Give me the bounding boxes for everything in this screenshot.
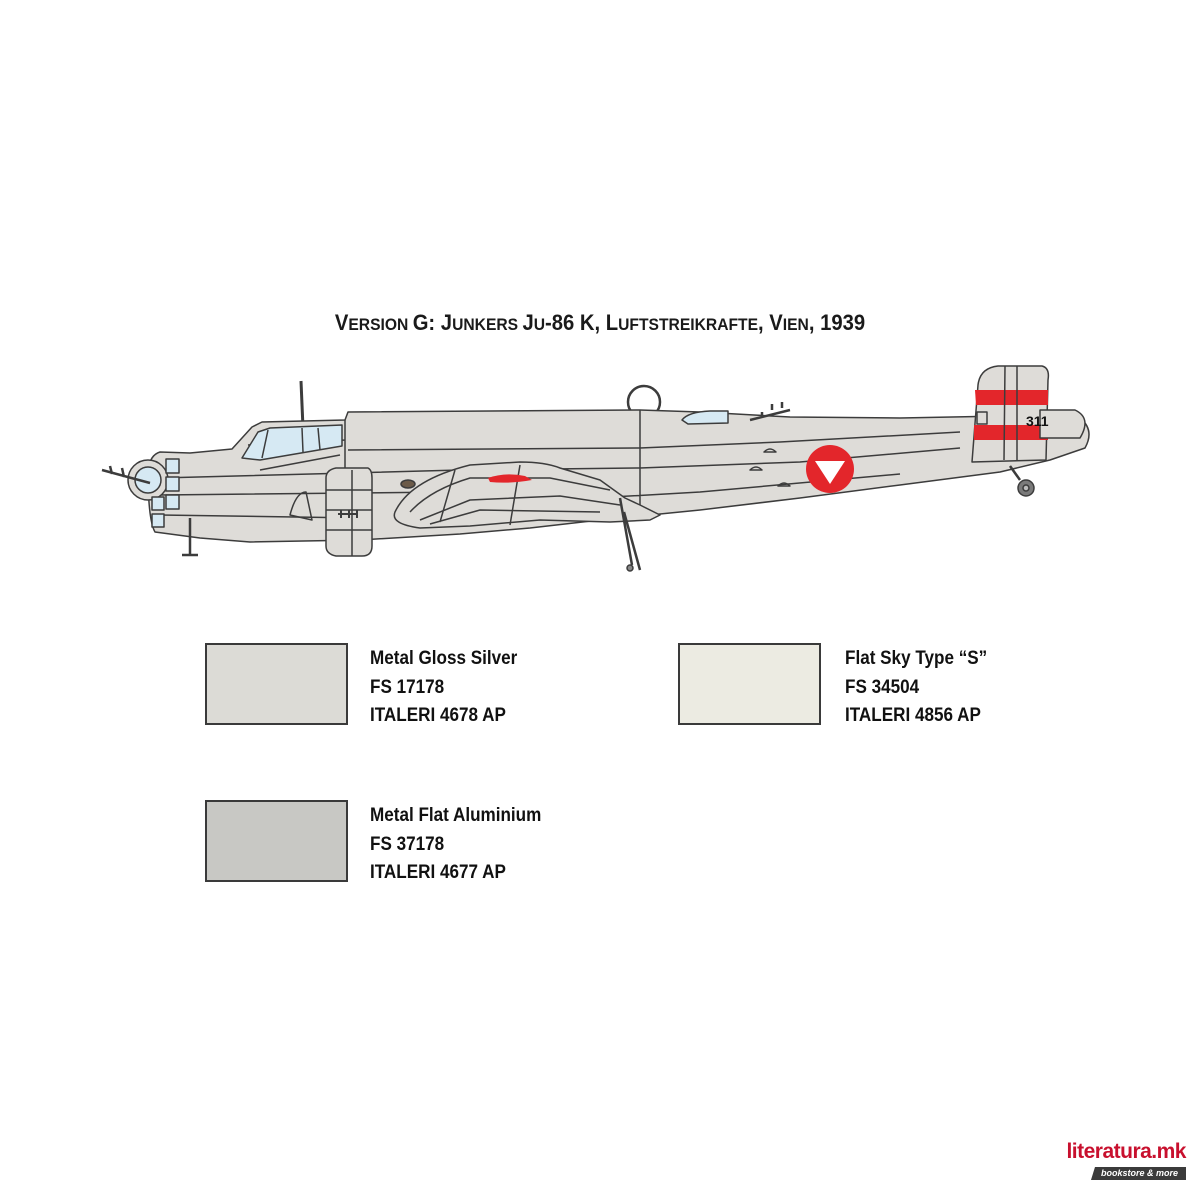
paint-fs-code: FS 37178 bbox=[370, 833, 445, 855]
aircraft-profile: 311 bbox=[101, 365, 1090, 572]
watermark-logo: literatura.mk bookstore & more bbox=[1066, 1141, 1186, 1181]
title-part: J bbox=[522, 310, 534, 335]
title-part: UFTSTREIKRAFTE bbox=[618, 315, 759, 334]
dorsal-gun bbox=[749, 402, 791, 422]
paint-name: Metal Flat Aluminium bbox=[370, 805, 542, 826]
version-title: VERSION G: JUNKERS JU-86 K, LUFTSTREIKRA… bbox=[48, 310, 1152, 336]
paint-italeri-code: ITALERI 4677 AP bbox=[370, 862, 506, 883]
title-part: , V bbox=[758, 310, 783, 335]
paint-swatch-flat-sky: Flat Sky Type “S” FS 34504 ITALERI 4856 … bbox=[678, 643, 1003, 731]
fuselage bbox=[147, 409, 1090, 543]
paint-italeri-code: ITALERI 4678 AP bbox=[370, 705, 506, 726]
title-part: G: J bbox=[412, 310, 453, 335]
fin-stripe-bottom bbox=[974, 425, 1048, 440]
color-swatch bbox=[205, 800, 348, 882]
logo-name: literatura.mk bbox=[1066, 1140, 1186, 1163]
wing-roundel-partial bbox=[488, 474, 532, 483]
paint-name: Metal Gloss Silver bbox=[370, 648, 518, 669]
title-part: ERSION bbox=[348, 315, 413, 334]
paint-fs-code: FS 17178 bbox=[370, 676, 445, 698]
tail-number: 311 bbox=[1026, 413, 1049, 429]
color-swatch bbox=[678, 643, 821, 725]
title-part: UNKERS bbox=[452, 315, 523, 334]
title-part: V bbox=[334, 310, 349, 335]
fin-stripe-top bbox=[975, 390, 1048, 405]
paint-info: Flat Sky Type “S” FS 34504 ITALERI 4856 … bbox=[845, 645, 987, 731]
paint-info: Metal Gloss Silver FS 17178 ITALERI 4678… bbox=[370, 645, 517, 731]
paint-name: Flat Sky Type “S” bbox=[845, 648, 988, 669]
logo-tagline: bookstore & more bbox=[1090, 1167, 1186, 1180]
paint-swatch-metal-flat-aluminium: Metal Flat Aluminium FS 37178 ITALERI 46… bbox=[205, 800, 560, 888]
nose-gun bbox=[101, 465, 151, 485]
title-part: IEN bbox=[782, 315, 809, 334]
landing-gear-strut bbox=[618, 497, 642, 571]
paint-italeri-code: ITALERI 4856 AP bbox=[845, 705, 981, 726]
tailplane bbox=[1039, 409, 1086, 439]
dorsal-canopy bbox=[681, 410, 729, 425]
title-part: U bbox=[533, 315, 546, 334]
antenna-mast bbox=[299, 380, 305, 429]
paint-fs-code: FS 34504 bbox=[845, 676, 920, 698]
title-part: , 1939 bbox=[808, 310, 866, 335]
title-part: -86 K, L bbox=[545, 310, 619, 335]
color-swatch bbox=[205, 643, 348, 725]
paint-info: Metal Flat Aluminium FS 37178 ITALERI 46… bbox=[370, 802, 541, 888]
paint-swatch-metal-gloss-silver: Metal Gloss Silver FS 17178 ITALERI 4678… bbox=[205, 643, 534, 731]
